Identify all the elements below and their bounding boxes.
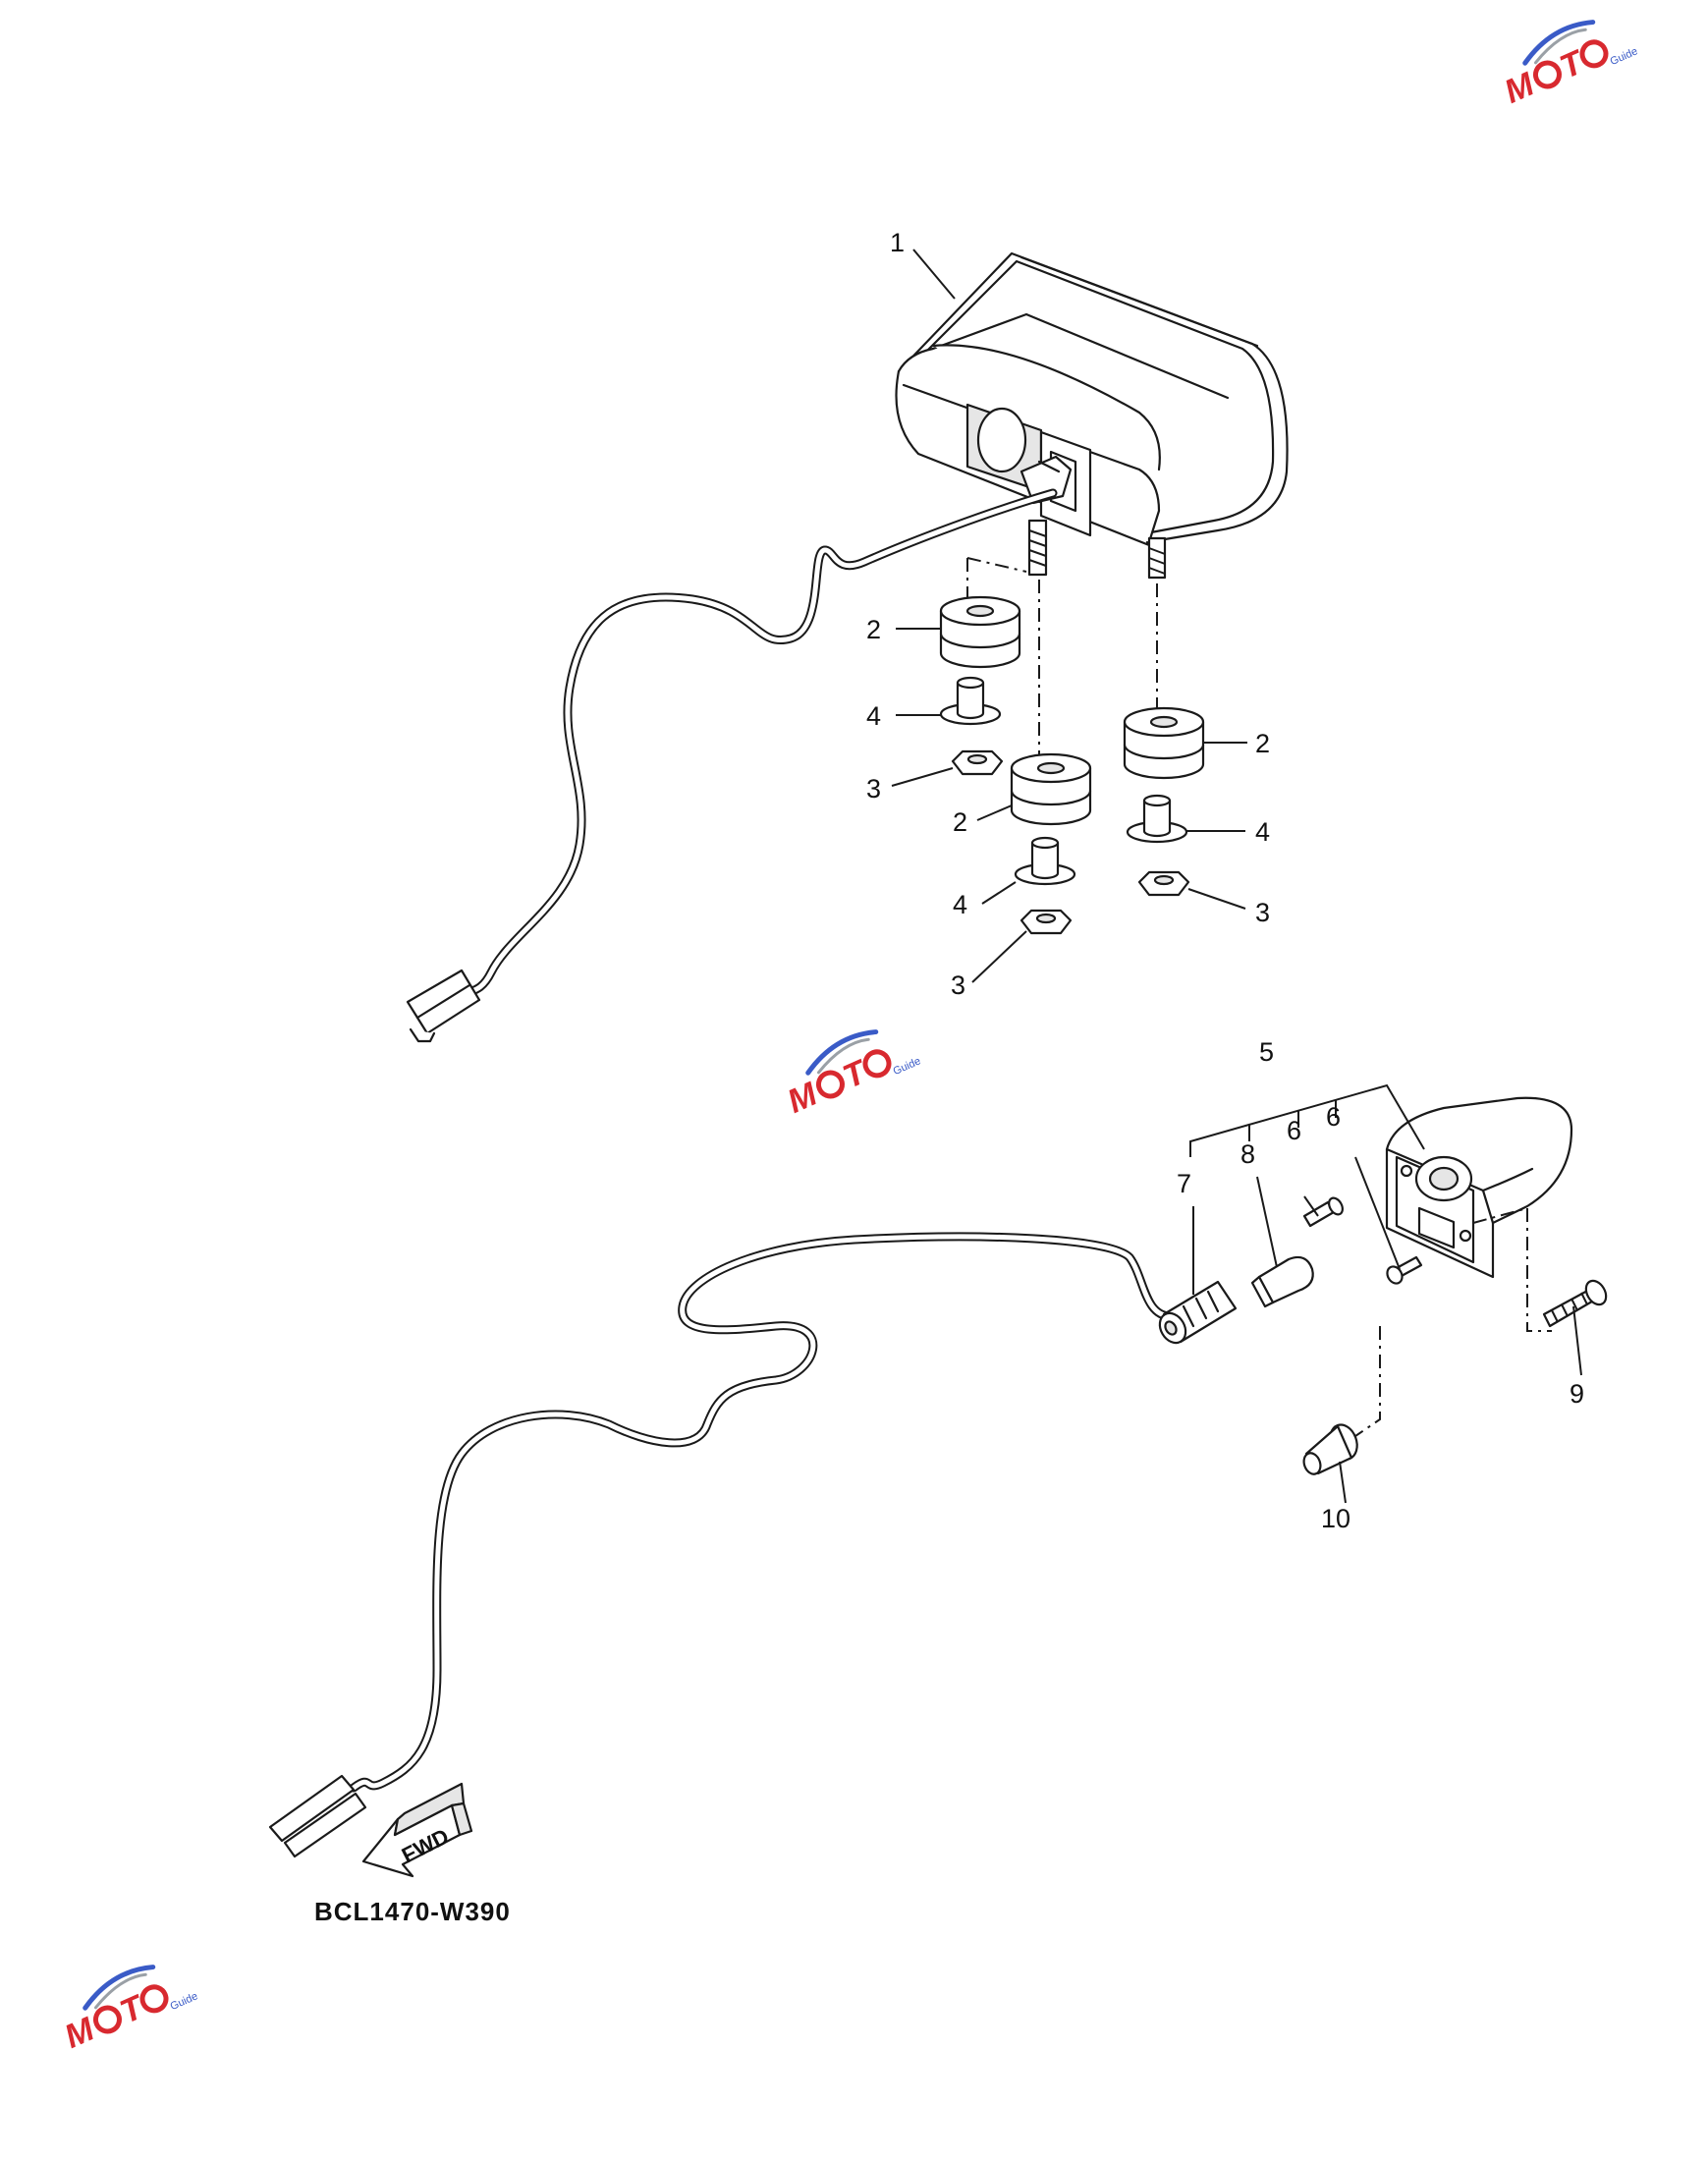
alignment-line: [966, 557, 1027, 573]
grommet: [1123, 706, 1205, 780]
callout-6: 6: [1326, 1102, 1341, 1132]
callout-10: 10: [1321, 1504, 1350, 1533]
screw: [1302, 1196, 1344, 1228]
svg-text:Guide: Guide: [892, 1055, 923, 1078]
callout-6: 6: [1287, 1116, 1301, 1145]
tail-light-assembly: [895, 251, 1289, 580]
bulb: [1250, 1255, 1314, 1308]
alignment-line: [1526, 1208, 1552, 1332]
grommet: [939, 595, 1021, 669]
svg-text:Guide: Guide: [1609, 45, 1640, 68]
callout-2: 2: [1255, 729, 1270, 758]
nut: [1137, 870, 1190, 897]
mounting-screw: [1542, 1279, 1608, 1328]
tail-light-wire-harness: [406, 488, 1058, 1043]
callout-3: 3: [1255, 898, 1270, 927]
watermark-logo: M T Guide: [782, 1029, 923, 1121]
forward-arrow: FWD: [361, 1782, 473, 1878]
callout-4: 4: [866, 701, 881, 731]
screw: [1386, 1255, 1423, 1285]
callout-3: 3: [866, 774, 881, 803]
diagram-code: BCL1470-W390: [314, 1897, 511, 1926]
license-light-assembly: [1385, 1096, 1573, 1279]
license-light-wire-harness: [268, 1232, 1176, 1858]
collar: [1126, 794, 1188, 844]
collar-bushing: [1302, 1423, 1358, 1475]
watermark-logo: M T Guide: [1499, 20, 1640, 111]
callout-4: 4: [953, 890, 967, 919]
alignment-line: [1472, 1207, 1528, 1224]
nut: [1019, 909, 1073, 935]
nut: [951, 749, 1004, 776]
bulb-socket: [1158, 1280, 1238, 1345]
callout-8: 8: [1240, 1139, 1255, 1169]
callout-9: 9: [1570, 1379, 1584, 1409]
callout-5: 5: [1259, 1037, 1274, 1067]
group-bracket: [1189, 1083, 1425, 1157]
callout-2: 2: [866, 615, 881, 644]
watermark-logo: M T Guide: [59, 1965, 200, 2056]
callout-2: 2: [953, 807, 967, 837]
collar: [939, 676, 1002, 726]
grommet: [1010, 752, 1092, 826]
leader-lines: [891, 249, 1582, 1504]
collar: [1014, 836, 1076, 886]
svg-text:Guide: Guide: [169, 1990, 200, 2013]
callout-4: 4: [1255, 817, 1270, 847]
alignment-line: [1354, 1326, 1381, 1437]
callout-labels: 1 2 4 3 2 4 3 2 4 3 5 6 6 7 8 9 10: [866, 228, 1584, 1533]
callout-3: 3: [951, 970, 965, 1000]
callout-1: 1: [890, 228, 905, 257]
callout-7: 7: [1177, 1169, 1191, 1198]
